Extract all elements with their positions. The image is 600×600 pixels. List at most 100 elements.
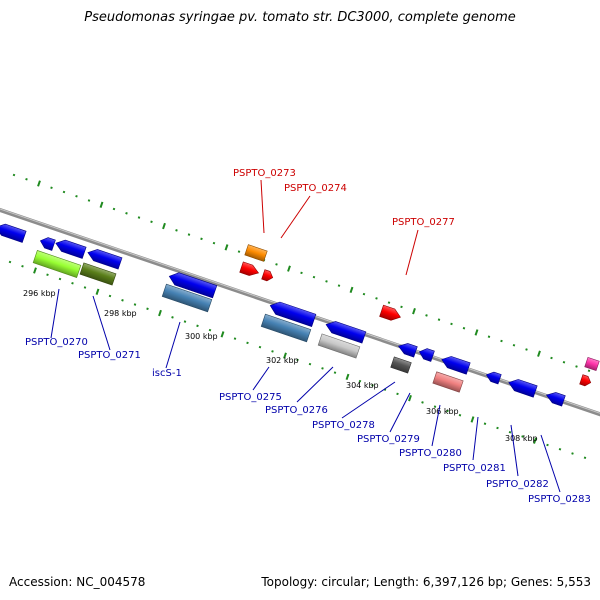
gene-arrow[interactable]	[440, 354, 471, 375]
scale-tick	[21, 264, 24, 268]
gene-feature[interactable]	[397, 341, 418, 358]
scale-tick	[333, 371, 337, 374]
scale-tick	[371, 384, 374, 387]
gene-feature[interactable]	[317, 333, 361, 359]
gene-arrow[interactable]	[54, 237, 87, 259]
scale-tick	[421, 401, 424, 404]
gene-label[interactable]: PSPTO_0283	[528, 494, 591, 505]
gene-arrow[interactable]	[418, 347, 435, 362]
scale-label: 298 kbp	[104, 309, 137, 318]
scale-tick	[137, 216, 141, 219]
gene-arrow[interactable]	[239, 261, 261, 278]
gene-arrow[interactable]	[485, 370, 502, 385]
gene-arrow[interactable]	[390, 356, 412, 374]
gene-feature[interactable]	[161, 283, 213, 313]
gene-arrow[interactable]	[79, 262, 117, 286]
gene-feature[interactable]	[507, 377, 538, 398]
gene-arrow[interactable]	[507, 377, 538, 398]
gene-arrow[interactable]	[244, 244, 268, 262]
scale-tick	[308, 362, 312, 366]
scale-tick	[325, 280, 328, 283]
accession-label: Accession: NC_004578	[9, 575, 146, 589]
label-leader-line	[92, 295, 111, 351]
gene-feature[interactable]	[260, 313, 312, 343]
scale-tick	[587, 369, 591, 373]
gene-arrow[interactable]	[86, 247, 123, 270]
gene-arrow[interactable]	[0, 221, 27, 243]
scale-tick	[150, 220, 153, 224]
gene-feature[interactable]	[0, 221, 27, 243]
scale-tick	[437, 318, 441, 321]
scale-tick	[99, 201, 104, 208]
gene-feature[interactable]	[440, 354, 471, 375]
gene-arrow[interactable]	[432, 371, 464, 393]
gene-feature[interactable]	[579, 374, 593, 388]
scale-tick	[208, 328, 212, 332]
gene-feature[interactable]	[54, 237, 87, 259]
gene-feature[interactable]	[244, 244, 268, 262]
scale-label: 296 kbp	[23, 289, 56, 298]
gene-label[interactable]: PSPTO_0270	[25, 337, 88, 348]
gene-feature[interactable]	[545, 390, 566, 407]
gene-feature[interactable]	[39, 236, 56, 251]
scale-tick	[271, 350, 274, 353]
gene-arrow[interactable]	[317, 333, 361, 359]
scale-tick	[95, 288, 100, 295]
scale-tick	[396, 392, 399, 396]
gene-feature[interactable]	[86, 247, 123, 270]
scale-tick	[187, 233, 191, 236]
gene-label[interactable]: PSPTO_0274	[284, 183, 347, 194]
gene-arrow[interactable]	[167, 270, 218, 299]
gene-feature[interactable]	[418, 347, 435, 362]
gene-label[interactable]: PSPTO_0279	[357, 434, 420, 445]
gene-label[interactable]: PSPTO_0277	[392, 217, 455, 228]
scale-label: 300 kbp	[185, 332, 218, 341]
gene-arrow[interactable]	[324, 319, 367, 344]
gene-label[interactable]: PSPTO_0273	[233, 168, 296, 179]
gene-arrow[interactable]	[261, 269, 275, 283]
gene-arrow[interactable]	[397, 341, 418, 358]
gene-feature[interactable]	[32, 250, 82, 278]
gene-arrow[interactable]	[39, 236, 56, 251]
gene-feature[interactable]	[379, 304, 403, 323]
gene-feature[interactable]	[167, 270, 218, 299]
scale-tick	[483, 422, 487, 425]
label-leader-line	[540, 434, 561, 493]
scale-tick	[220, 331, 225, 338]
scale-tick	[246, 341, 249, 345]
gene-label[interactable]: PSPTO_0276	[265, 405, 328, 416]
gene-feature[interactable]	[584, 356, 600, 372]
gene-label[interactable]: PSPTO_0278	[312, 420, 375, 431]
gene-label[interactable]: PSPTO_0275	[219, 392, 282, 403]
label-leader-line	[389, 392, 411, 433]
gene-label[interactable]: PSPTO_0282	[486, 479, 549, 490]
scale-tick	[412, 308, 416, 315]
scale-label: 304 kbp	[346, 381, 379, 390]
scale-tick	[287, 265, 291, 272]
gene-label[interactable]: PSPTO_0280	[399, 448, 462, 459]
gene-feature[interactable]	[79, 262, 117, 286]
gene-arrow[interactable]	[32, 250, 82, 278]
scale-tick	[50, 186, 53, 190]
gene-feature[interactable]	[390, 356, 412, 374]
gene-feature[interactable]	[432, 371, 464, 393]
gene-arrow[interactable]	[579, 374, 593, 388]
gene-feature[interactable]	[261, 269, 275, 283]
gene-arrow[interactable]	[584, 356, 600, 372]
gene-feature[interactable]	[324, 319, 367, 344]
gene-label[interactable]: PSPTO_0271	[78, 350, 141, 361]
label-leader-line	[165, 321, 181, 369]
gene-arrow[interactable]	[260, 313, 312, 343]
gene-arrow[interactable]	[545, 390, 566, 407]
label-leader-line	[50, 288, 60, 339]
gene-feature[interactable]	[268, 299, 317, 327]
scale-tick	[583, 456, 587, 460]
gene-arrow[interactable]	[379, 304, 403, 323]
gene-feature[interactable]	[239, 261, 261, 278]
gene-feature[interactable]	[485, 370, 502, 385]
gene-label[interactable]: PSPTO_0281	[443, 463, 506, 474]
gene-label[interactable]: iscS-1	[152, 368, 182, 379]
gene-arrow[interactable]	[161, 283, 213, 313]
gene-arrow[interactable]	[268, 299, 317, 327]
